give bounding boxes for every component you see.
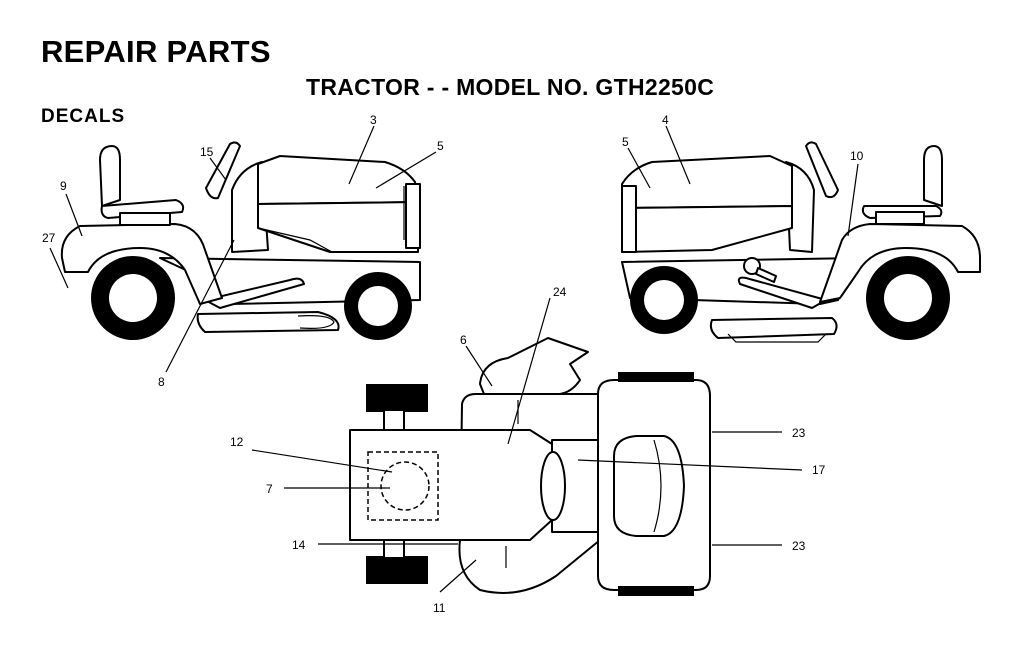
callout-top-11: 11 — [433, 601, 446, 615]
callout-right-5: 5 — [622, 135, 629, 149]
page-title: REPAIR PARTS — [41, 34, 271, 69]
callout-top-24: 24 — [553, 285, 567, 299]
callout-left-5: 5 — [437, 139, 444, 153]
tractor-top-view — [251, 297, 803, 596]
callout-right-10: 10 — [850, 149, 864, 163]
section-heading: DECALS — [41, 106, 126, 127]
callout-left-15: 15 — [200, 145, 214, 159]
callout-left-9: 9 — [60, 179, 67, 193]
callout-left-8: 8 — [158, 375, 165, 389]
callout-top-14: 14 — [292, 538, 306, 552]
tractor-right-side-view — [621, 125, 981, 343]
callout-left-3: 3 — [370, 113, 377, 127]
callout-top-23-lower: 23 — [792, 539, 806, 553]
callout-top-12: 12 — [230, 435, 244, 449]
callout-top-7: 7 — [266, 482, 273, 496]
callout-top-6: 6 — [460, 333, 467, 347]
callout-right-4: 4 — [662, 113, 669, 127]
callout-top-23-upper: 23 — [792, 426, 806, 440]
callout-left-27: 27 — [42, 231, 56, 245]
callout-top-17: 17 — [812, 463, 826, 477]
model-subtitle: TRACTOR - - MODEL NO. GTH2250C — [306, 74, 715, 100]
tractor-left-side-view — [49, 125, 437, 373]
